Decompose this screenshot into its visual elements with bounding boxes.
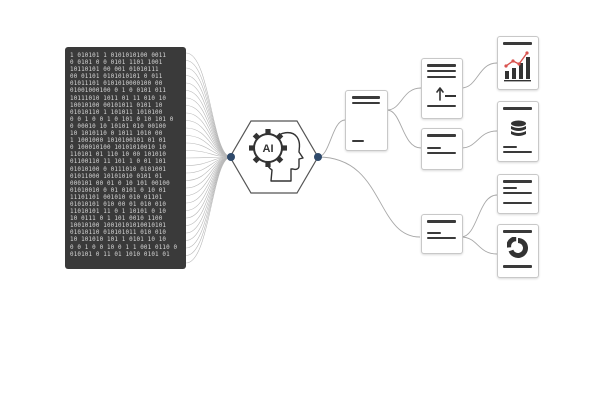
branch-connectors [317,62,498,255]
export-card [421,58,463,119]
chart-card [497,36,539,90]
binary-line: 01010110 1 101011 1010100 [70,109,163,116]
binary-line: 01010101 010 00 01 010 010 [70,201,167,208]
fan-in-line [185,120,232,158]
binary-line: 10010100 10010101010010101 [70,223,167,230]
input-node-dot [227,153,235,161]
card-text-line [503,192,532,194]
fan-in-line [185,127,232,158]
fan-in-line [185,156,232,264]
connector-list-to-pie [460,236,498,255]
fan-in-line [185,156,232,241]
binary-line: 11101101 001010 010 01101 [70,194,163,201]
connector-export-to-chart [460,62,498,89]
fan-in-line [185,75,232,158]
fan-in-line [185,60,232,158]
binary-line: 01010110 010101011 010 010 [70,230,167,237]
card-text-line [427,105,456,107]
binary-line: 1 010101 1 0101010100 0011 [70,53,167,59]
card-text-line [427,152,456,154]
donut-chart-icon [507,237,529,258]
connector-hub-to-doc [317,119,346,158]
fan-in-line [185,156,232,234]
binary-line: 00 01101 0101010101 0 011 [70,74,163,81]
card-header-bar [503,180,532,183]
card-text-line [503,202,532,204]
binary-line: 10110101 00 001 01010111 [70,67,159,74]
connector-list-to-database [460,130,498,149]
card-header-bar [352,96,380,99]
card-text-line [503,187,517,189]
connector-doc-to-export [386,87,422,111]
fan-in-line [185,156,232,256]
binary-line: 0 100010100 10101010010 10 [70,145,167,152]
binary-line: 01010010 0 01 0101 0 10 01 [70,187,167,194]
binary-line: 01011101 0101010000100 00 [70,81,163,88]
card-text-line [427,76,456,78]
binary-line: 0 0 1 0 0 1 0 101 0 10 101 0 [70,116,174,123]
binary-line: 10111010 1011 01 11 010 10 [70,95,167,102]
card-text-line [352,140,364,142]
binary-line: 01011000 10101010 0101 01 [70,173,163,180]
card-header-bar [427,220,456,223]
binary-line: 1 1001000 1010100101 01 01 [70,138,167,145]
connector-doc-to-list [386,109,422,149]
card-header-bar [503,230,532,233]
list-card-bottom [421,214,463,254]
binary-line: 010101 0 11 01 1010 0101 01 [70,251,170,258]
card-text-line [427,232,441,234]
card-text-line [503,151,532,153]
fan-in-line [185,82,232,158]
binary-line: 0 0 1 0 0 10 0 1 1 001 0110 0 [70,244,178,251]
fan-in-line [185,90,232,158]
output-node-dot [314,153,322,161]
connector-hub-to-list-bottom [317,156,421,238]
ai-label: AI [263,143,274,155]
card-header-bar [503,42,532,45]
binary-line: 0 0101 0 0 0101 1101 1001 [70,60,163,67]
list-card-top [421,128,463,170]
upload-arrow-icon [436,87,456,101]
fan-in-lines [185,52,232,264]
card-text-line [503,146,517,148]
binary-line: 01100110 11 101 1 0 01 101 [70,159,167,166]
gear-icon [249,129,287,167]
card-header-bar [427,64,456,67]
card-text-line [427,70,456,72]
card-text-line [503,265,532,268]
card-header-bar [503,107,532,110]
card-header-bar [427,134,456,137]
binary-line: 10 1010110 0 1011 1010 00 [70,131,163,138]
fan-in-line [185,156,232,196]
card-text-line [352,102,380,104]
binary-line: 11010101 11 0 1 10101 0 10 [70,209,167,216]
binary-line: 10 0111 0 1 101 0010 1100 [70,216,163,223]
binary-line: 01001000100 0 1 0 0101 011 [70,88,167,95]
text-card [497,174,539,214]
binary-line: 10010100 00101011 0101 10 [70,102,163,109]
binary-line: 01010100 0 0111010 0101001 [70,166,167,173]
binary-line: 10 101010 101 1 0101 10 10 [70,237,167,244]
fan-in-line [185,52,232,158]
binary-line: 110101 01 110 10 00 101010 [70,152,167,159]
document-card [345,90,388,151]
pie-chart-card [497,224,539,278]
fan-in-line [185,97,232,158]
fan-in-line [185,112,232,158]
bar-chart-icon [504,51,531,82]
gear-head-icon: AI [249,129,304,182]
fan-in-line [185,67,232,158]
card-text-line [427,237,456,239]
binary-line: 000101 00 01 0 10 101 00100 [70,180,170,187]
binary-line: 0 00010 10 10101 010 00100 [70,123,167,130]
database-icon [511,120,526,136]
fan-in-line [185,156,232,226]
connector-list-to-text [460,194,498,238]
database-card [497,101,539,162]
card-text-line [427,147,441,149]
